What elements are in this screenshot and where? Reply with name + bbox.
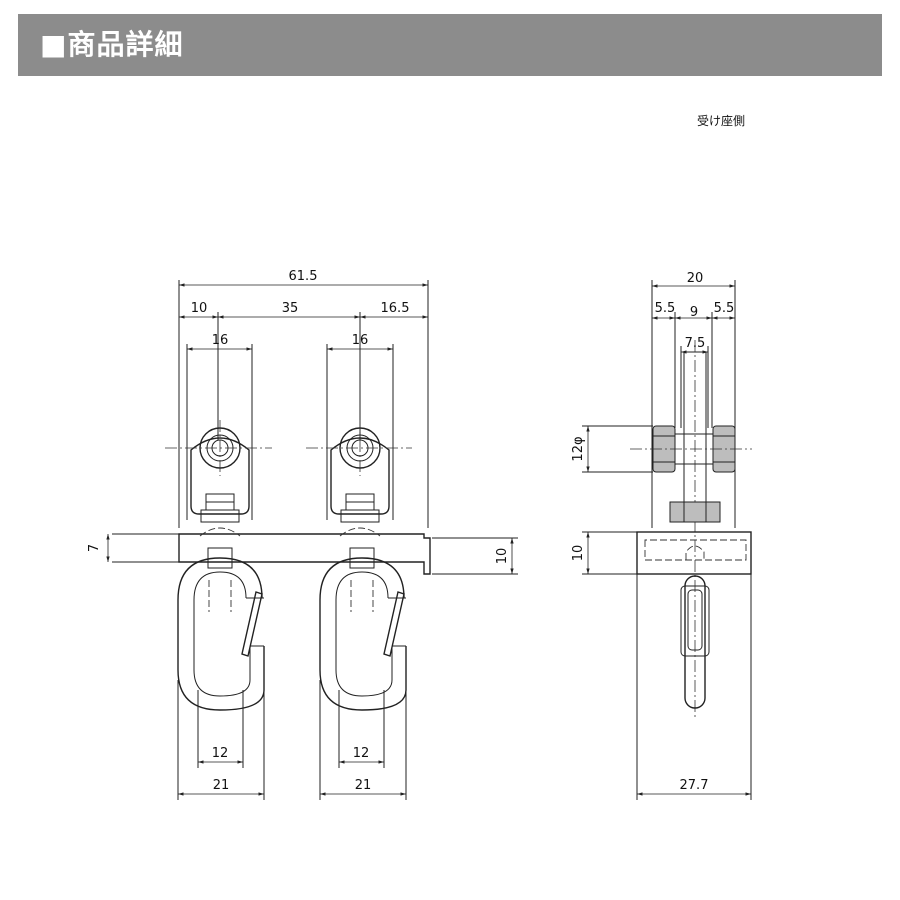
dim-hook-outer-right: 21 — [355, 778, 372, 793]
dim-hook-outer-left: 21 — [213, 778, 230, 793]
front-rail — [106, 533, 518, 575]
dim-overall-side: 20 — [687, 271, 704, 286]
side-view: 20 5.5 9 5.5 7.5 12φ 10 27.7 — [571, 271, 752, 800]
dim-overall-front: 61.5 — [289, 269, 318, 284]
dim-hook-inner-right: 12 — [353, 746, 370, 761]
front-view: 61.5 10 35 16.5 16 16 7 10 12 21 12 21 — [87, 269, 518, 800]
dim-right-side: 5.5 — [714, 301, 735, 316]
dim-roller-left: 16 — [212, 333, 229, 348]
dim-wheel-side: 12φ — [571, 436, 586, 461]
hook-left — [177, 547, 265, 711]
dim-base-w-side: 27.7 — [680, 778, 709, 793]
header-bar: ■商品詳細 — [18, 14, 882, 76]
dim-base-h-side: 10 — [571, 545, 586, 562]
dim-left-front: 10 — [191, 301, 208, 316]
dim-rail-h-right: 10 — [495, 548, 510, 565]
dim-roller-right: 16 — [352, 333, 369, 348]
page-title: ■商品詳細 — [40, 28, 184, 61]
dim-rail-h-left: 7 — [87, 544, 102, 552]
side-view-caption: 受け座側 — [697, 114, 746, 128]
dim-middle-side: 9 — [690, 305, 698, 320]
dim-hook-inner-left: 12 — [212, 746, 229, 761]
dim-middle-front: 35 — [282, 301, 299, 316]
dim-left-side: 5.5 — [655, 301, 676, 316]
dim-stem-side: 7.5 — [685, 336, 706, 351]
hook-right — [319, 547, 407, 711]
dim-right-front: 16.5 — [381, 301, 410, 316]
